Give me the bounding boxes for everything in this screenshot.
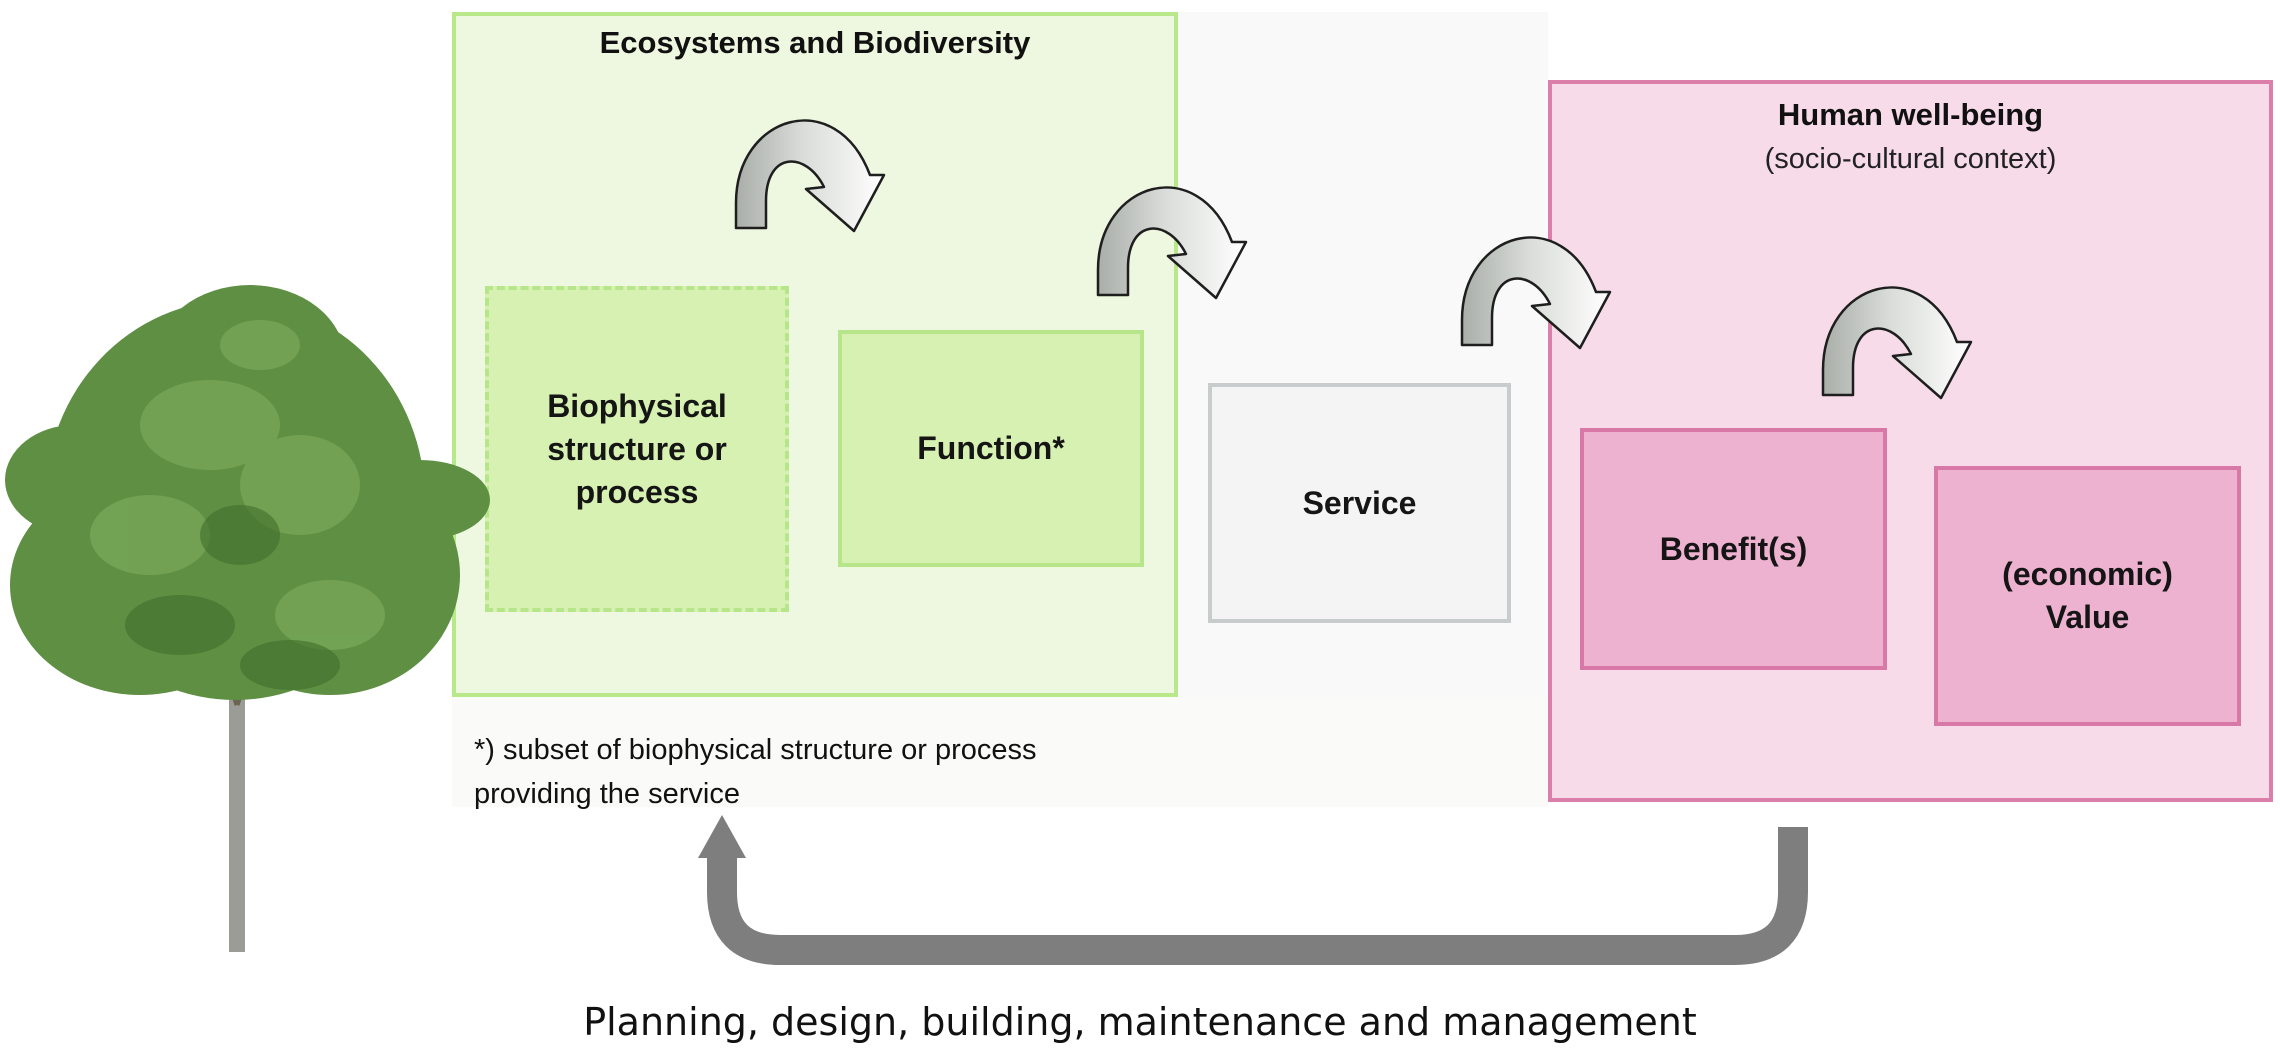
benefits-label: Benefit(s) (1659, 530, 1808, 567)
caption: Planning, design, building, maintenance … (583, 1000, 1697, 1044)
footnote: *) subset of biophysical structure or pr… (474, 734, 1037, 810)
function-label: Function* (917, 430, 1065, 466)
human-wellbeing-subtitle: (socio-cultural context) (1764, 143, 2057, 175)
value-box: (economic) Value (1934, 466, 2241, 726)
footnote-band (452, 697, 1548, 807)
curved-arrow-icon (1096, 186, 1248, 300)
curved-arrow-icon (1821, 286, 1973, 400)
benefits-box: Benefit(s) (1580, 428, 1887, 670)
curved-arrow-icon (1460, 236, 1612, 350)
curved-arrow-icon (734, 119, 886, 233)
function-box: Function* (838, 330, 1144, 567)
value-label: (economic) Value (2002, 556, 2173, 635)
service-label: Service (1302, 484, 1417, 521)
ecosystems-title: Ecosystems and Biodiversity (599, 25, 1031, 60)
human-wellbeing-title: Human well-being (1777, 97, 2044, 132)
tree-illustration (5, 285, 490, 952)
biophysical-label: Biophysical structure or process (547, 387, 727, 510)
biophysical-box: Biophysical structure or process (485, 286, 789, 612)
service-box: Service (1208, 383, 1511, 623)
